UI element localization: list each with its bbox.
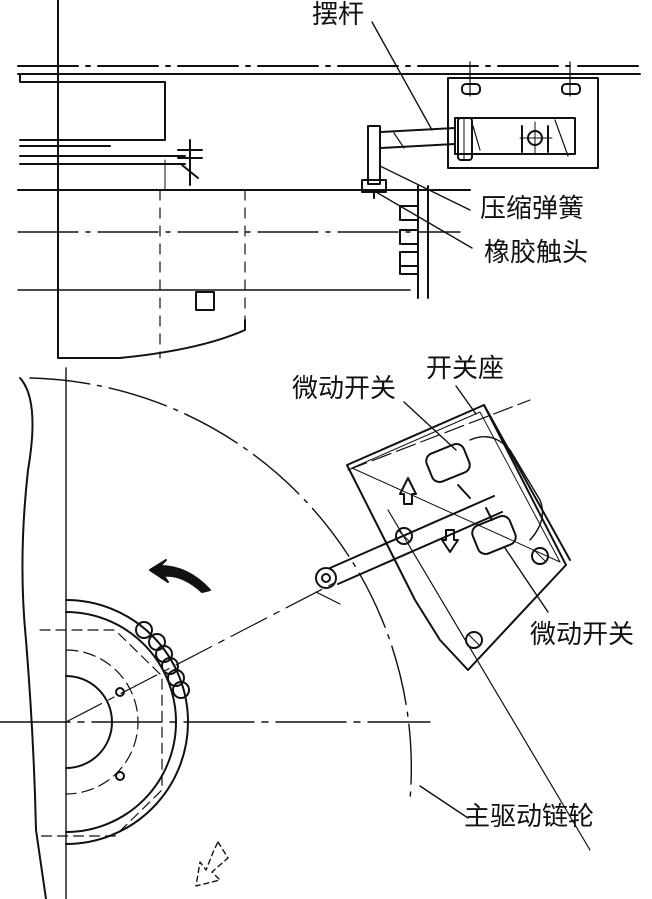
label-compression-spring: 压缩弹簧 (480, 194, 585, 224)
label-main-drive-sprocket: 主驱动链轮 (464, 802, 595, 832)
upper-assembly (18, 0, 640, 358)
label-switch-seat: 开关座 (426, 354, 505, 384)
lower-assembly (0, 368, 590, 899)
label-rubber-contact: 橡胶触头 (484, 238, 589, 268)
label-micro-switch-upper: 微动开关 (292, 374, 397, 404)
label-swing-rod: 摆杆 (312, 0, 365, 30)
label-micro-switch-lower: 微动开关 (530, 620, 635, 650)
